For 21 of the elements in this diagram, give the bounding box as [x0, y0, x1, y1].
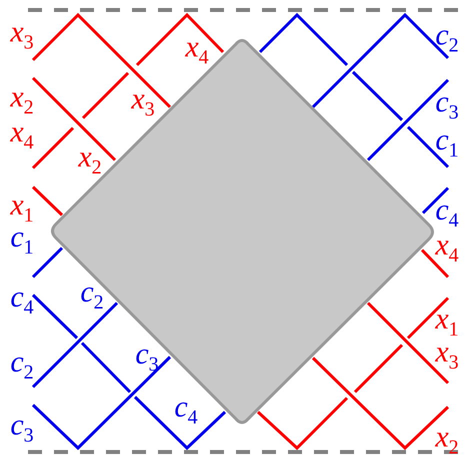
strand-label: x$_{4}$	[10, 118, 34, 152]
strand-label: c$_{1}$	[10, 222, 34, 258]
strand-label: x$_{3}$	[131, 84, 155, 120]
strand-label: c$_{2}$	[435, 20, 459, 56]
strand-label: x$_{4}$	[435, 230, 459, 266]
strand-label: c$_{3}$	[10, 410, 34, 446]
strand-label: x$_{2}$	[78, 142, 102, 178]
strand-label: x$_{1}$	[435, 304, 459, 340]
strand-label: x$_{3}$	[10, 18, 34, 52]
strand-label: c$_{2}$	[80, 278, 104, 312]
strand-label: c$_{2}$	[10, 348, 34, 382]
strand-label: x$_{2}$	[435, 422, 459, 455]
strand-label: c$_{4}$	[10, 282, 34, 318]
strand-label: x$_{2}$	[10, 82, 34, 118]
strand-label: x$_{4}$	[185, 32, 209, 68]
strand-label: c$_{3}$	[435, 88, 459, 122]
strand-label: x$_{1}$	[10, 190, 34, 226]
strand-label: c$_{4}$	[174, 392, 198, 428]
strand-label: c$_{1}$	[435, 126, 459, 160]
strand-label: x$_{3}$	[435, 338, 459, 372]
strand-label: c$_{4}$	[435, 196, 459, 230]
